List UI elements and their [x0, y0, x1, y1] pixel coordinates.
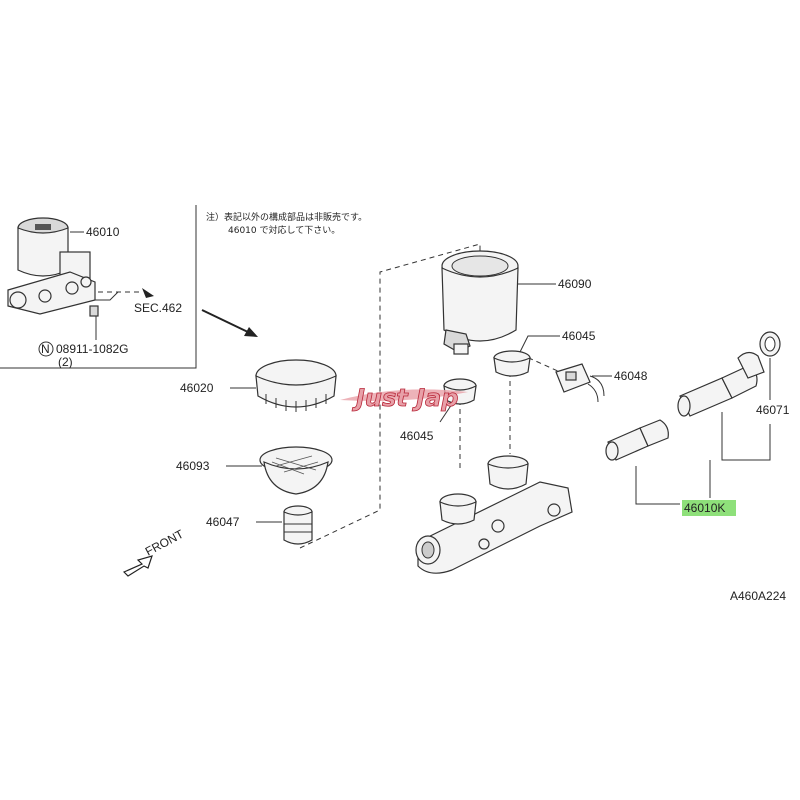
inset-arrow-icon [142, 288, 154, 298]
highlight-46010k [682, 500, 736, 516]
part-46090-reservoir [441, 250, 519, 355]
label-46048: 46048 [614, 369, 648, 383]
label-46010k[interactable]: 46010K [684, 501, 725, 515]
label-46090: 46090 [558, 277, 592, 291]
diagram-code: A460A224 [730, 589, 786, 603]
leader-46045-upper [519, 335, 560, 353]
inset-bolt-number: 08911-1082G [56, 342, 129, 356]
part-46048-level-sensor [555, 363, 605, 403]
inset-panel: 46010 SEC.462 N 08911-1082G (2) [0, 205, 197, 369]
part-46010k-piston-kit [605, 331, 781, 461]
note-line-2: 46010 で対応して下さい。 [228, 224, 340, 236]
part-46047-seal [283, 505, 313, 545]
assembly-dashed-guides [299, 243, 561, 549]
front-direction-arrow-icon [122, 555, 153, 577]
front-label: FRONT [143, 527, 187, 559]
inset-bolt-qty: (2) [58, 355, 73, 369]
bracket-46010k-left [635, 466, 680, 505]
watermark-logo: Just Jap [340, 384, 468, 412]
label-46045-lower: 46045 [400, 429, 434, 443]
part-46093-strainer [259, 446, 333, 495]
bolt-prefix-circle-icon [38, 341, 54, 357]
label-46045-upper: 46045 [562, 329, 596, 343]
label-46047: 46047 [206, 515, 240, 529]
label-46071: 46071 [756, 403, 790, 417]
part-46045-upper-grommet [493, 350, 531, 377]
inset-to-main-arrow-icon [201, 309, 258, 337]
note-line-1: 注）表記以外の構成部品は非販売です。 [206, 211, 367, 223]
label-46093: 46093 [176, 459, 210, 473]
inset-bolt-prefix: N [41, 342, 50, 356]
inset-master-cylinder-illustration [7, 217, 119, 317]
inset-part-label: 46010 [86, 225, 120, 239]
inset-border [0, 205, 197, 369]
master-cylinder-body [415, 455, 573, 574]
label-46020: 46020 [180, 381, 214, 395]
watermark-text: Just Jap [352, 384, 458, 412]
inset-section-ref: SEC.462 [134, 301, 182, 315]
bracket-46010k-right [721, 412, 771, 461]
part-46020-reservoir-cap [255, 359, 337, 412]
leader-46045-lower [439, 403, 453, 423]
